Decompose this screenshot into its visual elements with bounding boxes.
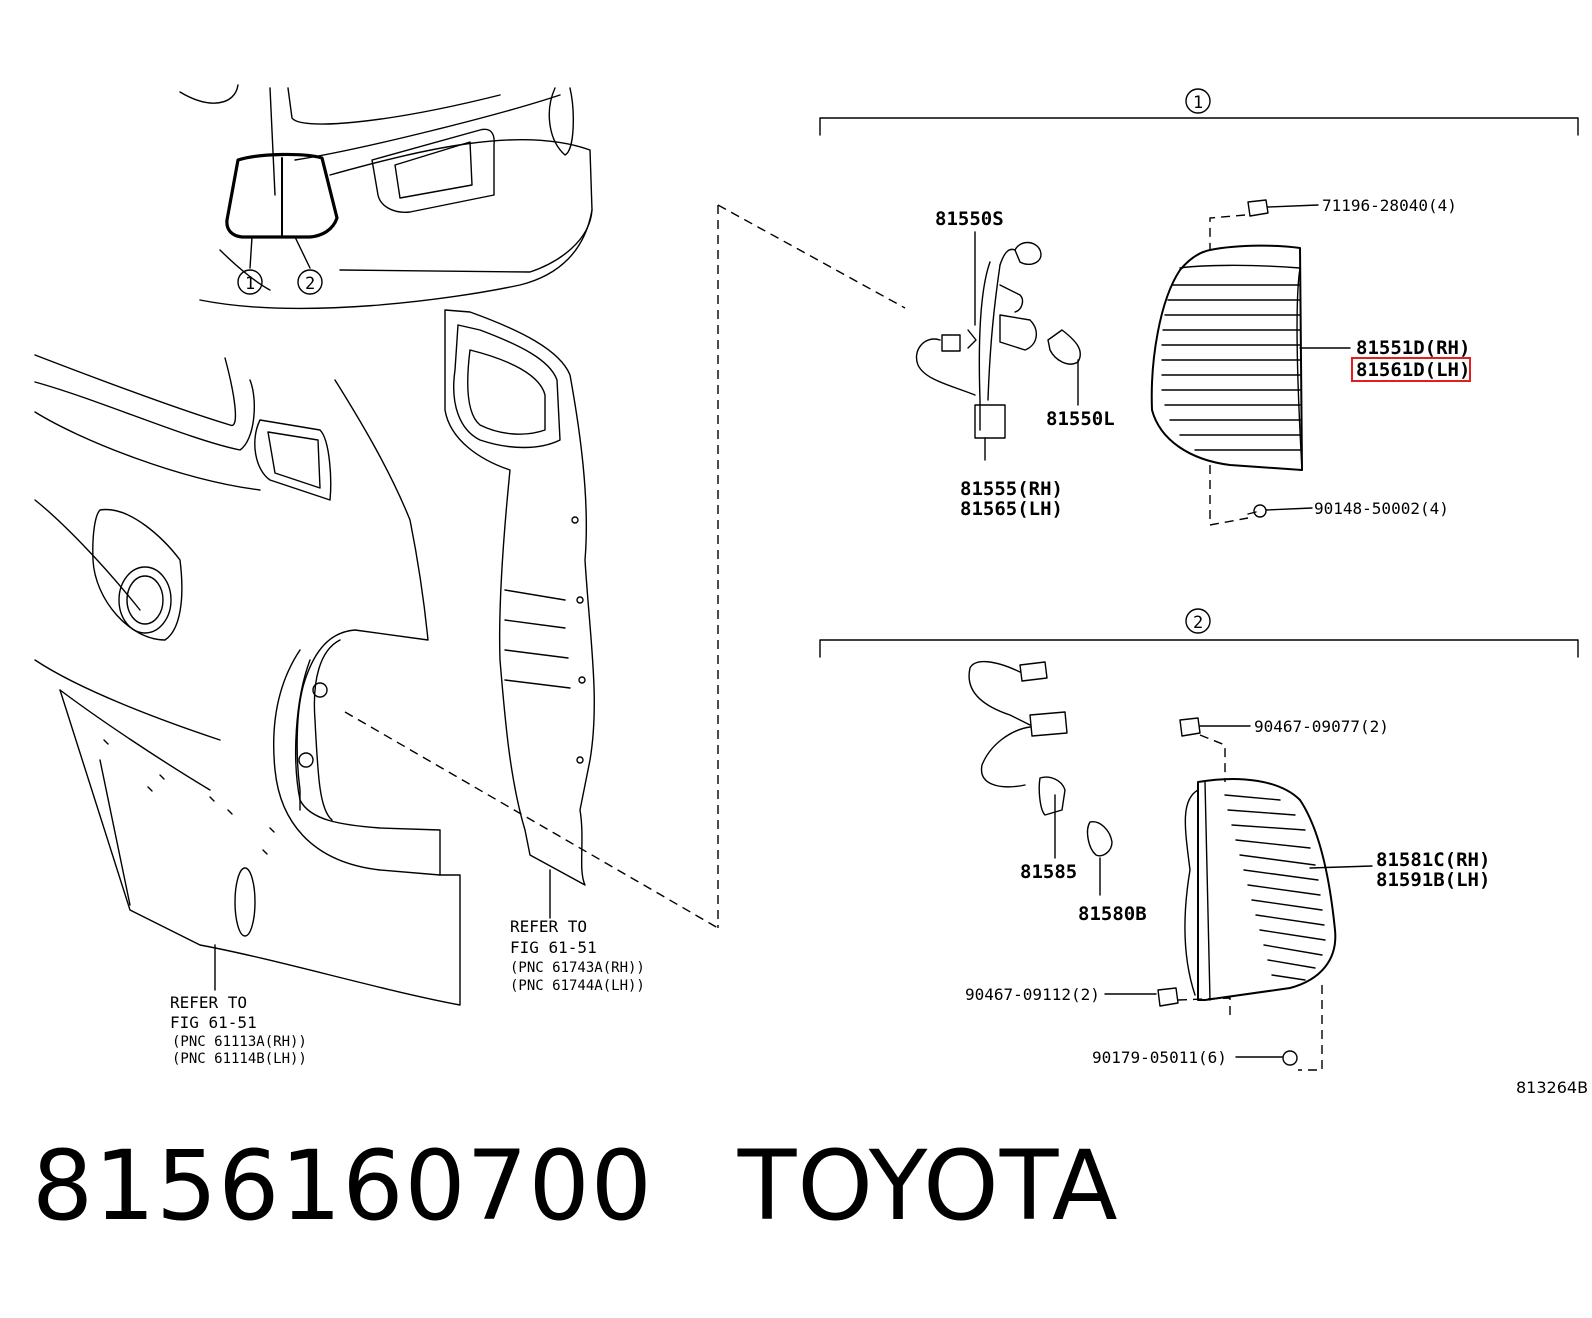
- label-81550S: 81550S: [935, 208, 1004, 230]
- label-90467-09077: 90467-09077(2): [1254, 717, 1389, 736]
- label-90179-05011: 90179-05011(6): [1092, 1048, 1227, 1067]
- refer-right-pnc2: (PNC 61744A(LH)): [510, 978, 645, 994]
- refer-left-line1: REFER TO: [170, 993, 247, 1012]
- footer-caption: 8156160700 TOYOTA: [32, 1130, 1119, 1242]
- refer-right-line1: REFER TO: [510, 917, 587, 936]
- diagram-code: 813264B: [1516, 1078, 1588, 1097]
- refer-left-pnc2: (PNC 61114B(LH)): [172, 1051, 307, 1067]
- leader-dashes: [344, 204, 906, 929]
- label-81591B-LH: 81591B(LH): [1376, 869, 1490, 891]
- clip-2-top: [1179, 717, 1251, 782]
- callout-2-header: 2: [1193, 613, 1203, 633]
- socket-wire-1: [915, 231, 1081, 461]
- brand-name: TOYOTA: [737, 1130, 1119, 1242]
- part-number: 8156160700: [32, 1130, 653, 1242]
- label-90467-09112: 90467-09112(2): [965, 985, 1100, 1004]
- callout-2-left: 2: [305, 274, 315, 294]
- refer-right-line2: FIG 61-51: [510, 938, 597, 957]
- label-90148-50002: 90148-50002(4): [1314, 499, 1449, 518]
- highlight-box: [1351, 357, 1471, 382]
- label-81555RH: 81555(RH): [960, 478, 1063, 500]
- label-81580B: 81580B: [1078, 903, 1147, 925]
- quarter-panel: [34, 354, 461, 1006]
- refer-to-left: REFER TO FIG 61-51 (PNC 61113A(RH)) (PNC…: [170, 993, 307, 1067]
- callout-1-left: 1: [245, 274, 255, 294]
- callout-1-header: 1: [1193, 93, 1203, 113]
- group-1: 1 81550S 81550L 81555(RH) 81565(LH): [819, 88, 1579, 526]
- screw-2: [1235, 985, 1323, 1071]
- label-71196-28040: 71196-28040(4): [1322, 196, 1457, 215]
- refer-to-right: REFER TO FIG 61-51 (PNC 61743A(RH)) (PNC…: [510, 917, 645, 994]
- refer-right-pnc1: (PNC 61743A(RH)): [510, 960, 645, 976]
- tail-lamp-1: [1150, 244, 1351, 471]
- label-81561D-LH: 81561D(LH): [1356, 359, 1470, 381]
- label-81550L: 81550L: [1046, 408, 1115, 430]
- group-2: 2 81585 81580B: [819, 608, 1579, 1071]
- socket-wire-2: [968, 661, 1113, 896]
- refer-left-pnc1: (PNC 61113A(RH)): [172, 1034, 307, 1050]
- label-81585: 81585: [1020, 861, 1077, 883]
- refer-left-line2: FIG 61-51: [170, 1013, 257, 1032]
- clip-1: [1209, 199, 1319, 250]
- clip-2-bottom: [1104, 987, 1231, 1020]
- label-81565LH: 81565(LH): [960, 498, 1063, 520]
- tail-lamp-2: [1184, 778, 1373, 1001]
- label-81581C-RH: 81581C(RH): [1376, 849, 1490, 871]
- screw-1: [1209, 465, 1313, 526]
- vehicle-rear-view: 1 2: [179, 84, 593, 310]
- inner-bracket: [444, 309, 595, 919]
- label-81551D-RH: 81551D(RH): [1356, 337, 1470, 359]
